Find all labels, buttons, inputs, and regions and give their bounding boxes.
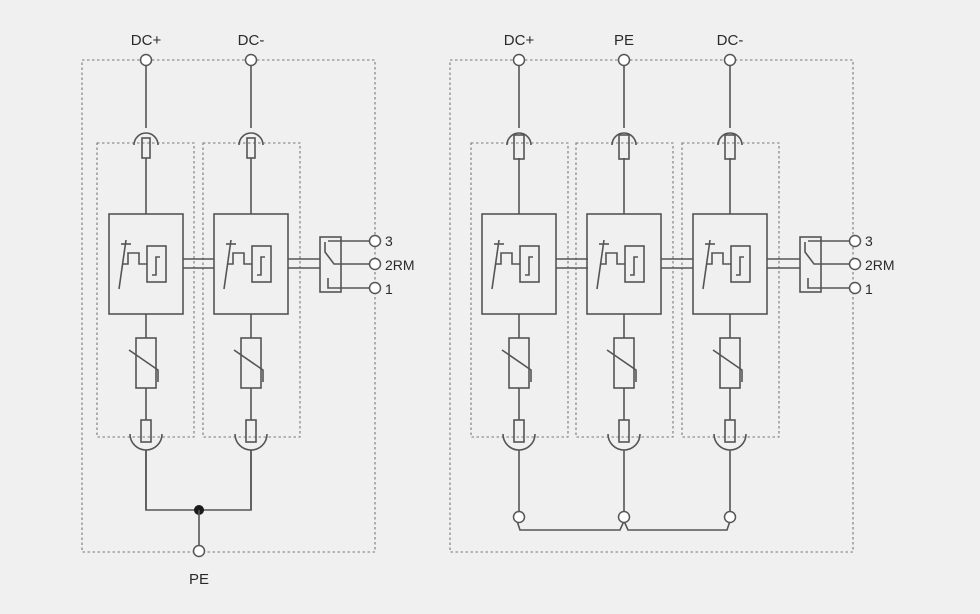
fuse-holder-arc <box>133 132 159 146</box>
module-outline <box>681 142 780 438</box>
terminal-label-dc-minus: DC- <box>717 32 744 49</box>
contact-terminal-1 <box>368 281 382 295</box>
varistor-slash <box>128 349 159 382</box>
varistor-icon <box>508 337 530 389</box>
terminal-dc-minus <box>723 53 737 67</box>
varistor-slash <box>501 349 532 382</box>
protection-module <box>108 132 184 451</box>
bridge-terminal <box>512 510 526 524</box>
protection-module <box>586 132 662 451</box>
module-outline <box>470 142 569 438</box>
contact-2-wire <box>804 242 855 265</box>
terminal-label-dc-plus: DC+ <box>504 32 535 49</box>
contact-terminal-2rm <box>368 257 382 271</box>
enclosure-outline <box>449 59 854 553</box>
varistor-icon <box>135 337 157 389</box>
fuse-icon <box>245 419 257 443</box>
terminal-pe <box>617 53 631 67</box>
module-outline <box>575 142 674 438</box>
contact-terminal-2rm <box>848 257 862 271</box>
relay-box <box>624 245 645 283</box>
protection-module <box>213 132 289 451</box>
fuse-icon <box>246 137 256 159</box>
terminal-dc-minus <box>244 53 258 67</box>
enclosure-outline <box>81 59 376 553</box>
fuse-holder-arc <box>717 132 743 146</box>
contact-terminal-3 <box>848 234 862 248</box>
contact-label-2rm: 2RM <box>865 257 895 273</box>
relay-step <box>736 256 744 276</box>
diagram-three-pole <box>449 53 862 553</box>
relay-box <box>730 245 751 283</box>
terminal-dc-plus <box>512 53 526 67</box>
protection-module <box>481 132 557 451</box>
module-outline <box>96 142 195 438</box>
relay-step <box>152 256 160 276</box>
relay-box <box>519 245 540 283</box>
module-outline <box>202 142 301 438</box>
fuse-filled-icon <box>618 134 630 160</box>
terminal-label-pe: PE <box>189 571 209 588</box>
contact-label-1: 1 <box>385 281 393 297</box>
fuse-holder-arc <box>238 132 264 146</box>
contact-terminal-1 <box>848 281 862 295</box>
terminal-label-pe: PE <box>614 32 634 49</box>
pulse-line <box>600 252 625 265</box>
contact-label-3: 3 <box>385 233 393 249</box>
pulse-line <box>495 252 520 265</box>
fuse-icon <box>141 137 151 159</box>
varistor-icon <box>240 337 262 389</box>
varistor-slash <box>233 349 264 382</box>
pulse-line <box>122 252 147 265</box>
contact-2-wire <box>324 242 375 265</box>
fuse-holder-arc <box>506 132 532 146</box>
varistor-icon <box>613 337 635 389</box>
varistor-slash <box>712 349 743 382</box>
terminal-label-dc-minus: DC- <box>238 32 265 49</box>
contact-1-wire <box>327 278 375 289</box>
contact-label-1: 1 <box>865 281 873 297</box>
fuse-filled-icon <box>513 134 525 160</box>
terminal-pe <box>192 544 206 558</box>
pulse-line <box>227 252 252 265</box>
diagram-two-pole <box>81 53 382 558</box>
protection-module <box>692 132 768 451</box>
contact-terminal-3 <box>368 234 382 248</box>
bridge-terminal <box>617 510 631 524</box>
fuse-holder-arc <box>611 132 637 146</box>
fuse-filled-icon <box>724 134 736 160</box>
relay-step <box>630 256 638 276</box>
relay-box <box>251 245 272 283</box>
fuse-icon <box>513 419 525 443</box>
fuse-icon <box>140 419 152 443</box>
fuse-icon <box>618 419 630 443</box>
varistor-icon <box>719 337 741 389</box>
relay-step <box>257 256 265 276</box>
contact-1-wire <box>807 278 855 289</box>
bridge-terminal <box>723 510 737 524</box>
relay-box <box>146 245 167 283</box>
contact-label-2rm: 2RM <box>385 257 415 273</box>
fuse-icon <box>724 419 736 443</box>
contact-label-3: 3 <box>865 233 873 249</box>
relay-step <box>525 256 533 276</box>
terminal-dc-plus <box>139 53 153 67</box>
terminal-label-dc-plus: DC+ <box>131 32 162 49</box>
varistor-slash <box>606 349 637 382</box>
pulse-line <box>706 252 731 265</box>
